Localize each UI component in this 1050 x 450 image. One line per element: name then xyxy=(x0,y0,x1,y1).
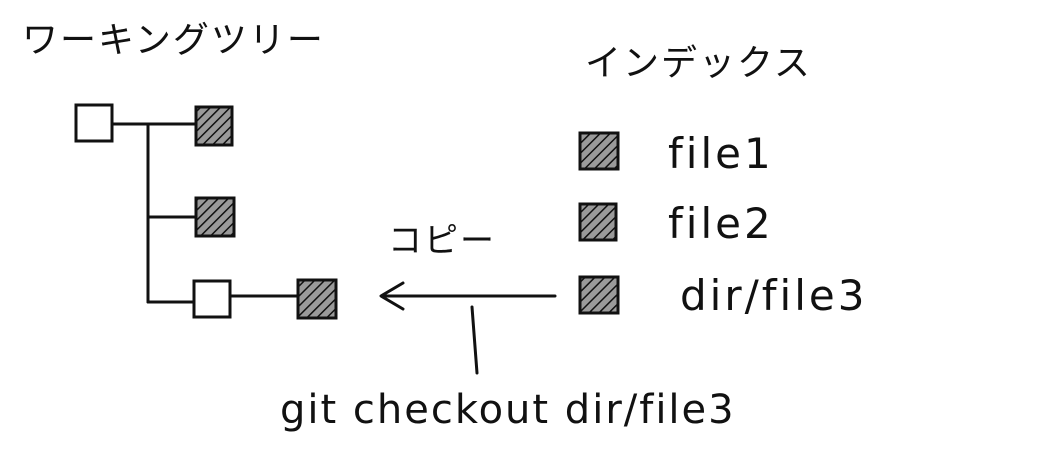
copy-label: コピー xyxy=(388,221,496,261)
working-file1-node xyxy=(194,105,234,147)
working-file2-node xyxy=(194,196,236,238)
copy-arrow xyxy=(379,281,557,311)
root-directory-node xyxy=(74,103,114,143)
working-tree-title: ワーキングツリー xyxy=(22,20,325,61)
dir-node xyxy=(192,279,232,319)
working-tree xyxy=(74,103,338,320)
command-label: git checkout dir/file3 xyxy=(280,387,736,433)
index-file1-label: file1 xyxy=(668,129,774,178)
index-file2-label: file2 xyxy=(668,199,774,248)
index-title: インデックス xyxy=(585,43,812,84)
index-list: file1 file2 dir/file3 xyxy=(578,129,867,320)
copy-arrow-head xyxy=(379,281,405,311)
index-file1-box xyxy=(578,131,620,171)
working-file3-node xyxy=(296,278,338,320)
index-file3-box xyxy=(578,275,620,315)
index-file2-box xyxy=(578,202,618,242)
command-pointer-line xyxy=(470,305,479,375)
index-file3-label: dir/file3 xyxy=(680,271,867,320)
